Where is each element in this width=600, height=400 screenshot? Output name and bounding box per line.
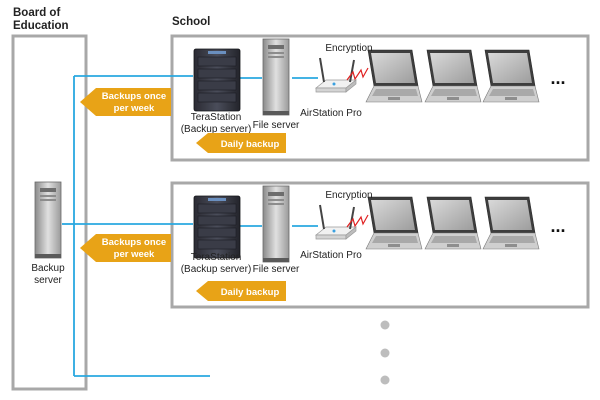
continuation-dot bbox=[380, 375, 390, 385]
daily-backup-arrow: Daily backup bbox=[196, 281, 286, 301]
file-server-icon bbox=[262, 185, 290, 263]
school-title: School bbox=[172, 16, 210, 28]
network-links bbox=[62, 75, 318, 377]
weekly-backup-arrow: Backups once per week bbox=[80, 234, 171, 262]
terastation-label-line2: (Backup server) bbox=[181, 124, 252, 135]
terastation-label-line1: TeraStation bbox=[191, 112, 242, 123]
weekly-backup-label-line2: per week bbox=[114, 249, 155, 260]
board-title-line1: Board of bbox=[13, 7, 60, 19]
continuation-dot bbox=[380, 320, 390, 330]
file-server-label: File server bbox=[253, 120, 300, 131]
more-clients-ellipsis: ... bbox=[550, 216, 565, 236]
laptop-icon bbox=[482, 196, 540, 250]
weekly-backup-label-line1: Backups once bbox=[102, 237, 166, 248]
file-server-icon bbox=[262, 38, 290, 116]
continuation-dot bbox=[380, 348, 390, 358]
terastation-icon bbox=[193, 195, 241, 259]
school-row-2: Encryption ... TeraStation (Backup serve… bbox=[80, 185, 566, 301]
laptop-icon bbox=[424, 49, 482, 103]
airstation-label: AirStation Pro bbox=[300, 250, 362, 261]
laptop-icon bbox=[365, 196, 423, 250]
board-title-line2: Education bbox=[13, 20, 69, 32]
laptop-icon bbox=[482, 49, 540, 103]
laptop-icon bbox=[424, 196, 482, 250]
daily-backup-label: Daily backup bbox=[221, 139, 280, 150]
school-row-1: Encryption ... TeraStation (Backup serve… bbox=[80, 38, 566, 153]
terastation-icon bbox=[193, 48, 241, 112]
terastation-label-line2: (Backup server) bbox=[181, 264, 252, 275]
weekly-backup-label-line2: per week bbox=[114, 103, 155, 114]
daily-backup-label: Daily backup bbox=[221, 287, 280, 298]
weekly-backup-arrow: Backups once per week bbox=[80, 88, 171, 116]
daily-backup-arrow: Daily backup bbox=[196, 133, 286, 153]
board-server-label-line2: server bbox=[34, 275, 62, 286]
more-clients-ellipsis: ... bbox=[550, 68, 565, 88]
airstation-label: AirStation Pro bbox=[300, 108, 362, 119]
wireless-signal-icon bbox=[346, 214, 369, 228]
file-server-label: File server bbox=[253, 264, 300, 275]
wireless-signal-icon bbox=[346, 67, 369, 81]
laptop-icon bbox=[365, 49, 423, 103]
board-server-label-line1: Backup bbox=[31, 263, 65, 274]
encryption-label: Encryption bbox=[325, 190, 372, 201]
board-backup-server-icon bbox=[34, 181, 62, 259]
encryption-label: Encryption bbox=[325, 43, 372, 54]
terastation-label-line1: TeraStation bbox=[191, 252, 242, 263]
weekly-backup-label-line1: Backups once bbox=[102, 91, 166, 102]
